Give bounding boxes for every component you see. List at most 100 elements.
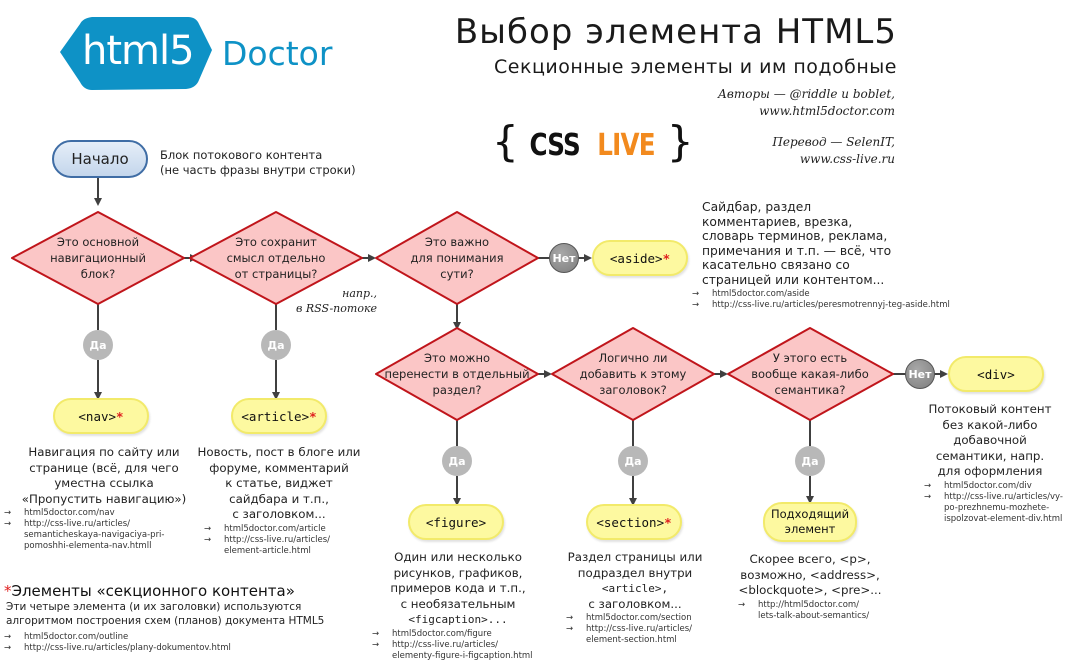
start-node: Начало xyxy=(52,140,148,178)
translation-line: Перевод — SelenIT, xyxy=(772,135,895,149)
asterisk-mark: * xyxy=(309,408,317,424)
rss-note: напр., в RSS-потоке xyxy=(296,286,377,316)
asterisk-mark: * xyxy=(664,514,672,530)
terminal-section-label: <section> xyxy=(596,514,665,530)
asterisk-mark: * xyxy=(116,408,124,424)
arrow-icon: → xyxy=(204,534,212,545)
question-line: от страницы? xyxy=(234,267,318,281)
link[interactable]: html5doctor.com/section xyxy=(586,613,692,623)
description-line: рисунков, графиков, xyxy=(393,565,523,580)
arrow-icon: → xyxy=(924,491,932,502)
csslive-css: CSS xyxy=(529,128,581,163)
description-line: странице (всё, для чего xyxy=(29,460,179,475)
no-badge-div: Нет xyxy=(905,359,935,389)
arrow-icon: → xyxy=(4,643,12,653)
decision-diamond-aside xyxy=(375,211,539,305)
rss-note-line: в RSS-потоке xyxy=(296,302,378,315)
block-section: Раздел страницы или подраздел внутри <ar… xyxy=(560,550,710,646)
authors-site: www.html5doctor.com xyxy=(759,104,895,118)
links-nav: → html5doctor.com/nav → http://css-live.ru… xyxy=(4,508,204,552)
description-nav: Навигация по сайту или странице (всё, дл… xyxy=(4,445,204,507)
arrow-icon: → xyxy=(566,624,574,634)
page-title: Выбор элемента HTML5 xyxy=(454,12,897,52)
question-line: Это важно xyxy=(424,235,490,249)
description-line: с заголовком... xyxy=(232,507,326,521)
link[interactable]: http://css-live.ru/articles/peresmotrenn… xyxy=(712,299,950,310)
description-line: Потоковый контент xyxy=(928,402,1052,416)
rss-note-line: напр., xyxy=(342,287,378,300)
footnote-title-text: Элементы «секционного контента» xyxy=(11,582,295,600)
question-line: сути? xyxy=(440,267,474,281)
link[interactable]: http://html5doctor.com/ lets-talk-about-… xyxy=(758,599,870,621)
description-line: комментариев, врезка, xyxy=(702,214,853,229)
arrow-icon: → xyxy=(924,480,932,491)
footnote-line: алгоритмом построения схем (планов) доку… xyxy=(6,615,325,627)
terminal-div: <div> xyxy=(948,356,1044,392)
start-note-line: (не часть фразы внутри строки) xyxy=(160,163,356,177)
arrow-icon: → xyxy=(4,519,12,529)
question-section: Логично ли добавить к этому заголовок? xyxy=(568,350,698,398)
terminal-aside-label: <aside> xyxy=(609,250,663,266)
translation-site: www.css-live.ru xyxy=(799,152,895,166)
description-line: примеров кода и т.п., xyxy=(390,581,526,595)
link[interactable]: html5doctor.com/outline xyxy=(24,632,129,642)
links-semantic: → http://html5doctor.com/ lets-talk-about… xyxy=(730,600,890,622)
arrow-icon: → xyxy=(372,639,380,650)
link[interactable]: html5doctor.com/div xyxy=(944,480,1032,491)
question-line: смысл отдельно xyxy=(226,251,326,265)
description-figure: Один или несколько рисунков, графиков, п… xyxy=(372,550,544,628)
link[interactable]: html5doctor.com/nav xyxy=(24,508,115,518)
link[interactable]: http://css-live.ru/articles/vy- po-prezh… xyxy=(944,491,1063,524)
decision-diamond-section xyxy=(551,327,715,421)
link[interactable]: html5doctor.com/article xyxy=(224,523,326,534)
description-line: с необязательным xyxy=(400,596,516,611)
terminal-article-label: <article> xyxy=(241,408,310,424)
link[interactable]: http://css-live.ru/articles/ element-art… xyxy=(224,534,331,556)
logo-badge-text: html5 xyxy=(82,28,195,74)
description-section: Раздел страницы или подраздел внутри <ar… xyxy=(560,550,710,612)
html5-logo-badge xyxy=(60,17,212,90)
description-line: с заголовком... xyxy=(588,596,682,611)
arrow-icon: → xyxy=(4,508,12,518)
question-line: навигационный xyxy=(50,251,146,265)
page-subtitle: Секционные элементы и им подобные xyxy=(494,56,897,78)
description-line: «Пропустить навигацию») xyxy=(21,491,187,506)
links-outline: →html5doctor.com/outline →http://css-liv… xyxy=(4,632,324,654)
description-line: возможно, <address>, xyxy=(740,567,880,582)
question-article: Это сохранит смысл отдельно от страницы? xyxy=(211,234,341,282)
csslive-live: LIVE xyxy=(597,128,656,163)
question-aside: Это важно для понимания сути? xyxy=(392,234,522,282)
arrow-icon: → xyxy=(204,523,212,534)
footnote-body: Эти четыре элемента (и их заголовки) исп… xyxy=(4,600,324,628)
question-line: заголовок? xyxy=(599,383,667,397)
description-line: для оформления xyxy=(937,464,1043,478)
link[interactable]: http://css-live.ru/articles/ element-sec… xyxy=(586,624,693,645)
link[interactable]: html5doctor.com/figure xyxy=(392,628,492,639)
decision-diamond-div xyxy=(727,327,894,421)
description-line: касательно связано со xyxy=(702,258,850,273)
links-section: →html5doctor.com/section →http://css-liv… xyxy=(560,613,710,646)
description-line: Навигация по сайту или xyxy=(28,445,180,459)
question-div: У этого есть вообще какая-либо семантика… xyxy=(745,350,875,398)
link[interactable]: http://css-live.ru/articles/ elementy-fi… xyxy=(392,639,533,661)
arrow-icon: → xyxy=(738,599,746,610)
footnote-title: *Элементы «секционного контента» xyxy=(4,582,295,600)
link[interactable]: html5doctor.com/aside xyxy=(712,288,810,299)
question-figure: Это можно перенести в отдельный раздел? xyxy=(382,350,532,398)
question-line: Логично ли xyxy=(598,351,668,365)
yes-badge-section: Да xyxy=(618,446,648,476)
description-line: <article>, xyxy=(601,582,669,595)
link[interactable]: http://css-live.ru/articles/ semantiches… xyxy=(24,519,165,551)
description-line: примечания и т.п. — всё, что xyxy=(702,243,892,258)
yes-badge-article: Да xyxy=(261,330,291,360)
terminal-nav-label: <nav> xyxy=(78,408,117,424)
block-div: Потоковый контент без какой-либо добавоч… xyxy=(920,402,1063,525)
description-line: форуме, комментарий xyxy=(209,460,349,475)
description-line: <figcaption>... xyxy=(408,613,508,626)
question-line: раздел? xyxy=(432,383,482,397)
terminal-figure: <figure> xyxy=(408,504,504,540)
description-line: без какой-либо xyxy=(942,417,1038,432)
decision-diamond-nav xyxy=(11,211,185,305)
question-line: блок? xyxy=(80,267,116,281)
link[interactable]: http://css-live.ru/articles/plany-dokume… xyxy=(24,643,231,653)
